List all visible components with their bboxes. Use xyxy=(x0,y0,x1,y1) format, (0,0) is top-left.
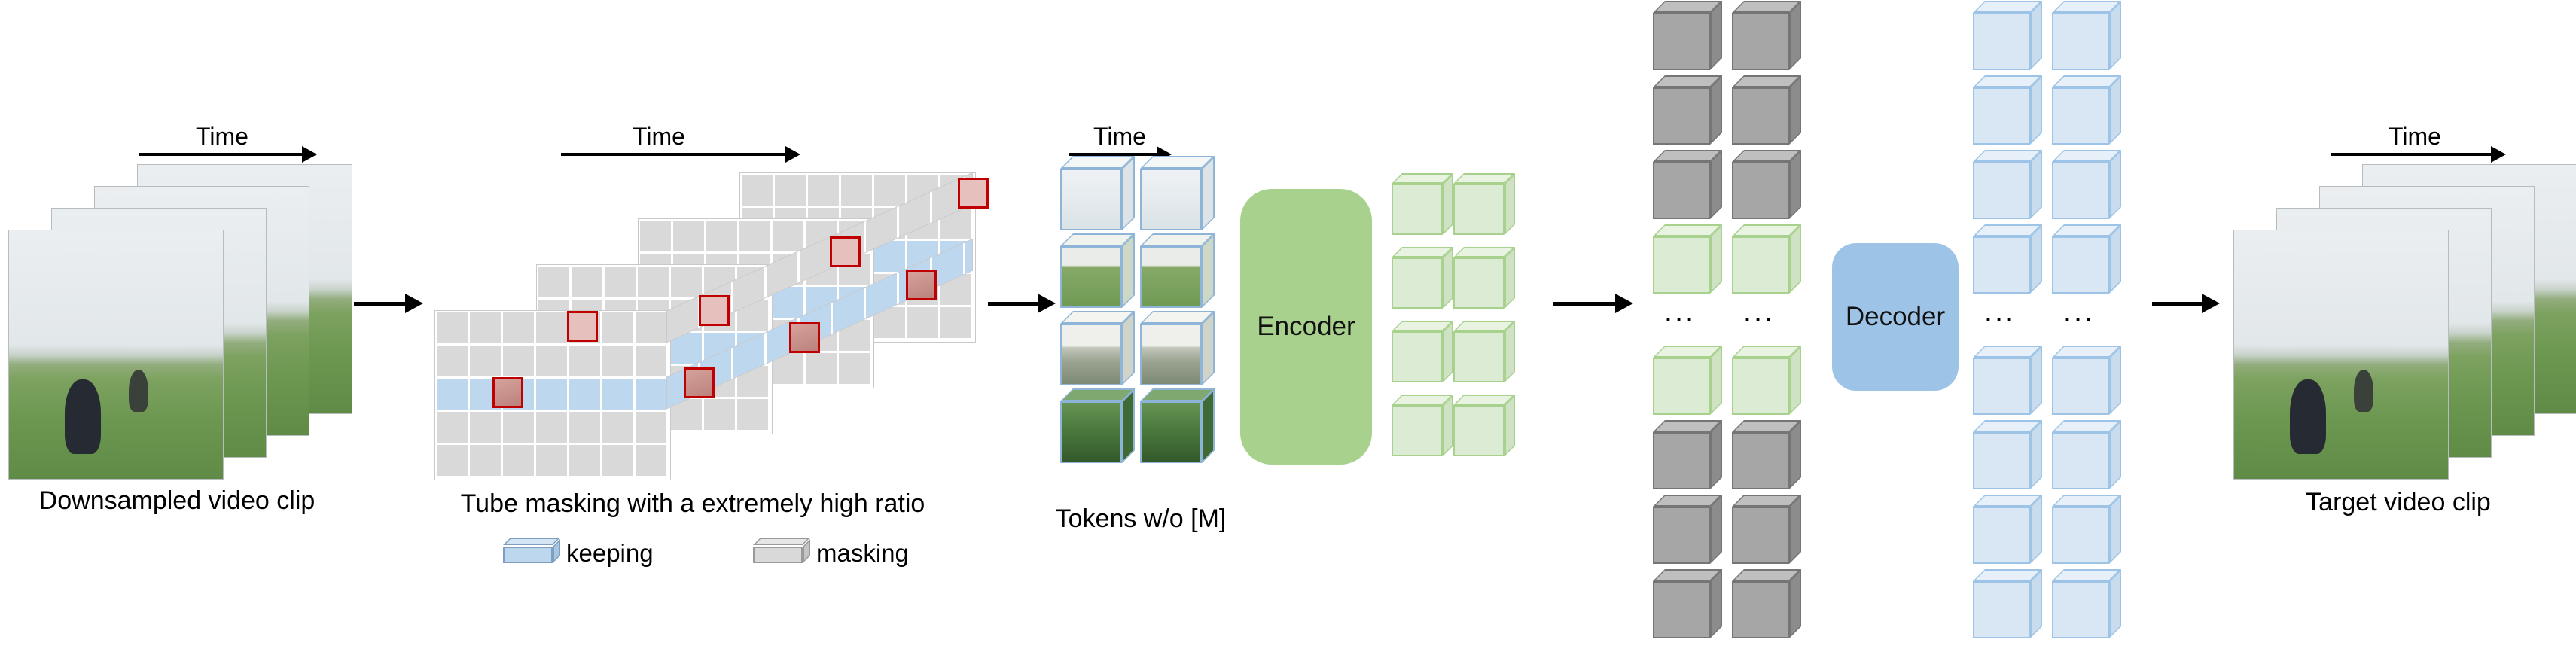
decoded-token-cube xyxy=(2052,162,2109,219)
decoded-token-cube xyxy=(1973,358,2030,415)
ellipsis-text: ... xyxy=(1663,295,1697,328)
decoded-token-cube xyxy=(2052,13,2109,70)
mask-token-cube xyxy=(1653,13,1710,70)
token-cube-image xyxy=(1140,246,1202,308)
encoded-token-cube xyxy=(1453,405,1504,456)
time-label-masking: Time xyxy=(633,123,685,150)
input-video-frame xyxy=(8,230,224,480)
mask-token-cube xyxy=(1732,13,1789,70)
decoded-token-cube xyxy=(2052,581,2109,638)
keeping-legend-swatch xyxy=(503,547,553,563)
encoded-token-cube xyxy=(1653,358,1710,415)
encoded-token-cube xyxy=(1732,236,1789,294)
highlight-cell xyxy=(830,236,861,267)
time-arrow-output xyxy=(2331,146,2506,163)
mask-token-cube xyxy=(1653,162,1710,219)
token-cube-image xyxy=(1140,169,1202,230)
mask-token-cube xyxy=(1653,507,1710,564)
encoded-token-cube xyxy=(1453,331,1504,382)
decoded-token-cube xyxy=(1973,236,2030,294)
decoded-token-cube xyxy=(1973,87,2030,145)
encoder-label: Encoder xyxy=(1257,312,1355,341)
decoded-token-cube xyxy=(2052,358,2109,415)
token-cube-image xyxy=(1140,324,1202,385)
token-cube-image xyxy=(1140,401,1202,463)
masking-legend-label: masking xyxy=(816,539,909,567)
arrow-right-icon xyxy=(2152,294,2220,313)
mask-token-cube xyxy=(1653,87,1710,145)
highlight-cell xyxy=(492,377,523,408)
arrow-right-icon xyxy=(354,294,423,313)
mask-token-cube xyxy=(1732,581,1789,638)
decoded-token-cube xyxy=(1973,432,2030,489)
output-video-frame xyxy=(2233,230,2449,480)
token-cube-image xyxy=(1060,246,1122,308)
arrow-right-icon xyxy=(1553,294,1633,313)
decoded-token-cube xyxy=(2052,87,2109,145)
highlight-cell xyxy=(699,295,730,326)
ellipsis-text: ... xyxy=(1742,295,1776,328)
highlight-cell xyxy=(906,270,937,300)
highlight-cell xyxy=(684,367,715,398)
mask-grid-frame xyxy=(435,311,670,480)
output-caption: Target video clip xyxy=(2306,488,2491,516)
encoder-box: Encoder xyxy=(1240,189,1372,465)
encoded-token-cube xyxy=(1653,236,1710,294)
arrow-right-icon xyxy=(988,294,1056,313)
decoded-token-cube xyxy=(2052,236,2109,294)
ellipsis-text: ... xyxy=(2062,295,2096,328)
mask-token-cube xyxy=(1653,581,1710,638)
decoder-label: Decoder xyxy=(1845,302,1946,331)
encoded-token-cube xyxy=(1392,257,1443,309)
mask-token-cube xyxy=(1732,432,1789,489)
keep-row xyxy=(437,379,669,410)
decoded-token-cube xyxy=(1973,581,2030,638)
token-cube-image xyxy=(1060,401,1122,463)
input-caption: Downsampled video clip xyxy=(38,486,316,515)
decoded-token-cube xyxy=(1973,162,2030,219)
time-label-tokens: Time xyxy=(1093,123,1146,150)
keeping-legend-label: keeping xyxy=(566,539,654,567)
token-cube-image xyxy=(1060,324,1122,385)
mask-token-cube xyxy=(1732,162,1789,219)
encoded-token-cube xyxy=(1732,358,1789,415)
encoded-token-cube xyxy=(1392,331,1443,382)
decoded-token-cube xyxy=(2052,432,2109,489)
tokens-caption: Tokens w/o [M] xyxy=(1055,504,1227,533)
decoded-token-cube xyxy=(1973,507,2030,564)
encoded-token-cube xyxy=(1453,257,1504,309)
mask-token-cube xyxy=(1653,432,1710,489)
highlight-cell xyxy=(789,322,820,353)
encoded-token-cube xyxy=(1392,405,1443,456)
decoded-token-cube xyxy=(1973,13,2030,70)
mask-token-cube xyxy=(1732,87,1789,145)
encoded-token-cube xyxy=(1453,184,1504,235)
decoded-token-cube xyxy=(2052,507,2109,564)
time-arrow-input xyxy=(139,146,317,163)
token-cube-image xyxy=(1060,169,1122,230)
encoded-token-cube xyxy=(1392,184,1443,235)
ellipsis-text: ... xyxy=(1983,295,2017,328)
masking-caption: Tube masking with a extremely high ratio xyxy=(460,489,925,518)
time-label-output: Time xyxy=(2389,123,2441,150)
time-label-input: Time xyxy=(196,123,248,150)
highlight-cell xyxy=(567,311,598,342)
highlight-cell xyxy=(958,178,989,209)
time-arrow-masking xyxy=(561,146,800,163)
mask-token-cube xyxy=(1732,507,1789,564)
tube-masking-figure xyxy=(435,173,989,480)
masking-legend-swatch xyxy=(753,547,803,563)
decoder-box: Decoder xyxy=(1832,243,1959,391)
